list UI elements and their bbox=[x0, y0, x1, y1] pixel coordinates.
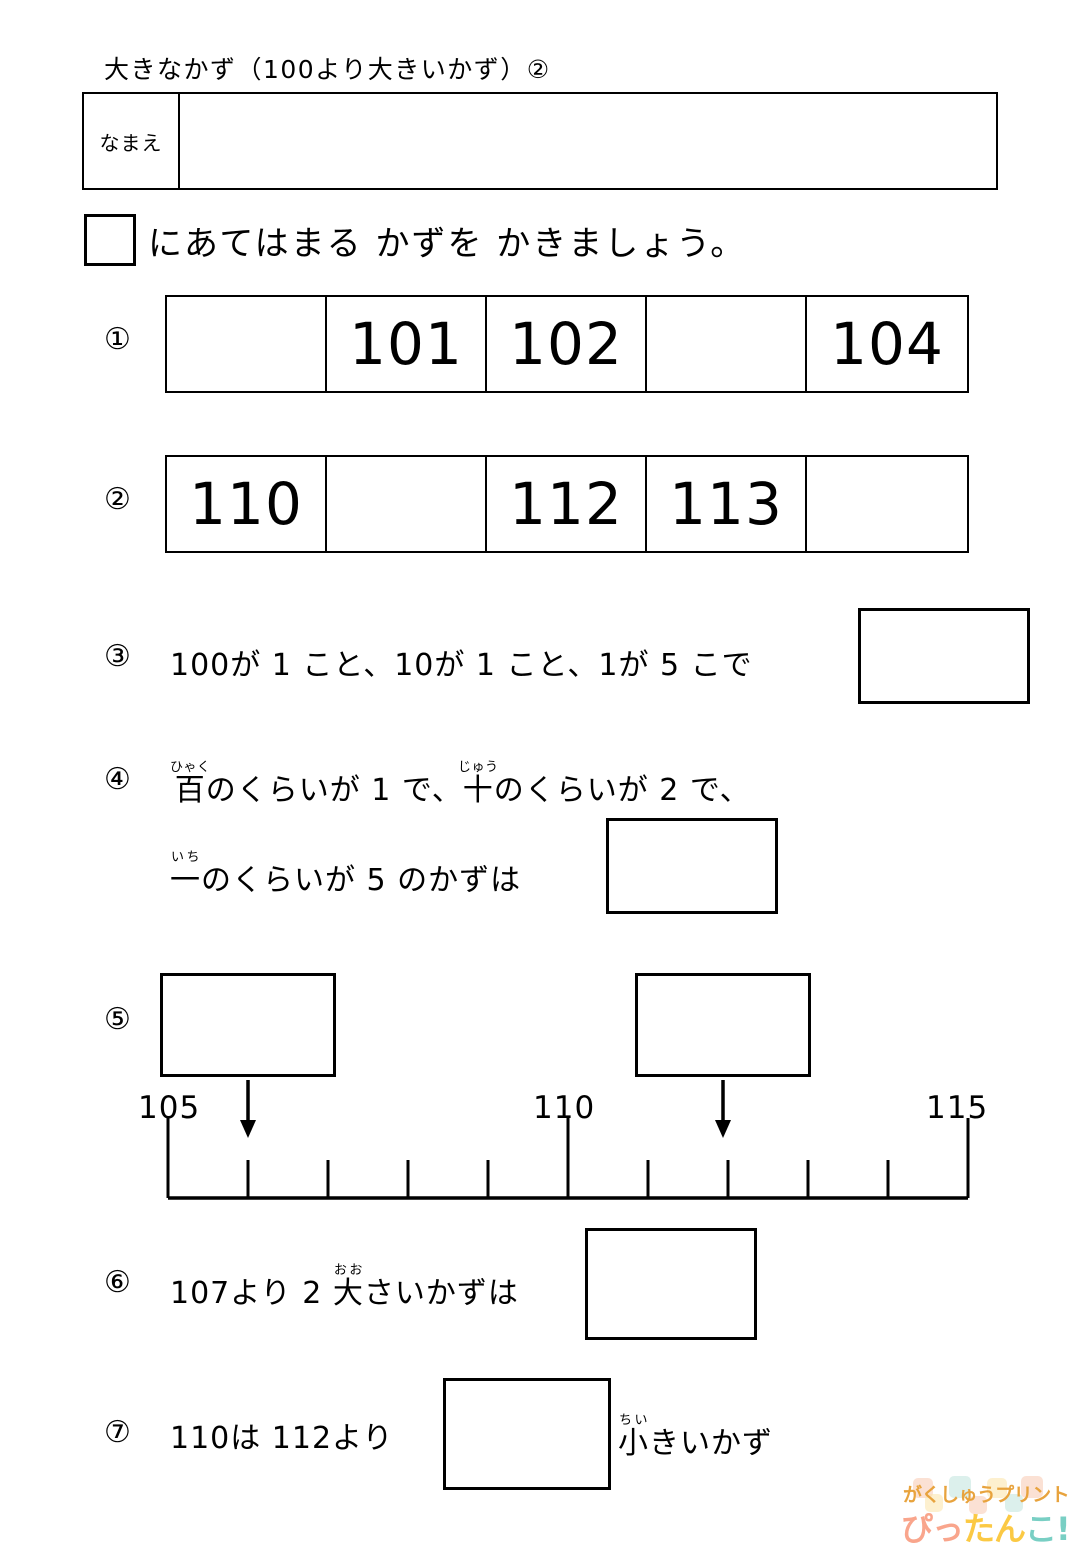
problem-number-5: ⑤ bbox=[104, 1002, 131, 1037]
problem-number-2: ② bbox=[104, 482, 131, 517]
instruction-text: にあてはまる かずを かきましょう。 bbox=[148, 223, 747, 264]
problem-number-1: ① bbox=[104, 322, 131, 357]
answer-box-3[interactable] bbox=[858, 608, 1030, 704]
furigana-ichi: いち bbox=[170, 850, 201, 865]
instruction-row: にあてはまる かずを かきましょう。 bbox=[84, 214, 746, 266]
logo-blob-decor bbox=[1021, 1476, 1043, 1498]
furigana-chii: ちい bbox=[618, 1413, 649, 1428]
number-line-chart bbox=[166, 1080, 970, 1200]
problem-number-3: ③ bbox=[104, 639, 131, 674]
problem-4-line1: 百ひゃくのくらいが 1 で、十じゅうのくらいが 2 で、 bbox=[170, 760, 751, 809]
numberline-tick-label-115: 115 bbox=[926, 1090, 989, 1126]
name-label-cell: なまえ bbox=[84, 94, 180, 188]
sequence-cell[interactable] bbox=[807, 457, 967, 551]
logo-blob-decor bbox=[987, 1478, 1007, 1498]
ruby-chii: 小ちい bbox=[618, 1414, 649, 1461]
logo-blob-decor bbox=[969, 1496, 987, 1514]
logo-blob-decor bbox=[925, 1494, 943, 1512]
sequence-grid-2: 110 112 113 bbox=[165, 455, 969, 553]
sequence-cell: 112 bbox=[487, 457, 647, 551]
problem-7-text-post: 小ちいきいかず bbox=[618, 1413, 773, 1462]
kanji-chii: 小 bbox=[618, 1426, 649, 1461]
furigana-juu: じゅう bbox=[457, 760, 499, 775]
sequence-cell: 102 bbox=[487, 297, 647, 391]
sequence-cell[interactable] bbox=[327, 457, 487, 551]
sequence-cell[interactable] bbox=[167, 297, 327, 391]
sequence-cell: 113 bbox=[647, 457, 807, 551]
ruby-juu: 十じゅう bbox=[458, 761, 498, 808]
logo-line-2-part-c: こ! bbox=[1025, 1510, 1071, 1548]
name-table: なまえ bbox=[82, 92, 998, 190]
problem-4-line1-post: のくらいが 2 で、 bbox=[493, 773, 751, 808]
name-input-field[interactable] bbox=[180, 94, 996, 188]
arrow-left-head bbox=[240, 1120, 256, 1138]
logo-line-2-part-b: たん bbox=[963, 1510, 1026, 1548]
furigana-oo: おお bbox=[332, 1263, 364, 1278]
sequence-cell: 104 bbox=[830, 310, 944, 378]
answer-box-7[interactable] bbox=[443, 1378, 611, 1490]
problem-4-line2-post: のくらいが 5 のかずは bbox=[201, 863, 522, 898]
sequence-cell: 101 bbox=[327, 297, 487, 391]
problem-4-line1-mid: のくらいが 1 で、 bbox=[205, 773, 463, 808]
answer-box-6[interactable] bbox=[585, 1228, 757, 1340]
page-title: 大きなかず（100より大きいかず）② bbox=[104, 55, 551, 84]
logo-line-2-part-a: ぴっ bbox=[901, 1510, 964, 1548]
kanji-oo: 大 bbox=[332, 1276, 364, 1311]
answer-box-4[interactable] bbox=[606, 818, 778, 914]
problem-number-7: ⑦ bbox=[104, 1415, 131, 1450]
sequence-cell: 110 bbox=[167, 457, 327, 551]
instruction-sample-box bbox=[84, 214, 136, 266]
logo-blob-decor bbox=[949, 1476, 971, 1498]
site-logo: がくしゅうプリント ぴったんこ! bbox=[895, 1476, 1071, 1554]
logo-line-2: ぴったんこ! bbox=[901, 1504, 1071, 1550]
kanji-ichi: 一 bbox=[170, 863, 201, 898]
arrow-right-head bbox=[715, 1120, 731, 1138]
problem-6-text-post: さいかずは bbox=[363, 1276, 519, 1311]
problem-6-text-pre: 107より 2 bbox=[170, 1276, 333, 1311]
problem-number-6: ⑥ bbox=[104, 1265, 131, 1300]
sequence-cell[interactable] bbox=[647, 297, 807, 391]
name-label: なまえ bbox=[99, 130, 163, 155]
logo-blob-decor bbox=[913, 1478, 933, 1498]
logo-line-1: がくしゅうプリント bbox=[903, 1484, 1070, 1506]
kanji-juu: 十 bbox=[457, 773, 499, 808]
problem-7-tail: きいかず bbox=[649, 1426, 773, 1461]
problem-7-text-pre: 110は 112より bbox=[170, 1421, 394, 1456]
problem-3-text: 100が 1 こと、10が 1 こと、1が 5 こで bbox=[170, 648, 753, 683]
problem-4-line2: 一いちのくらいが 5 のかずは bbox=[170, 850, 521, 899]
kanji-hyaku: 百 bbox=[170, 773, 211, 808]
answer-box-5-left[interactable] bbox=[160, 973, 336, 1077]
problem-6-text: 107より 2 大おおさいかずは bbox=[170, 1263, 519, 1312]
ruby-hyaku: 百ひゃく bbox=[170, 761, 210, 808]
answer-box-5-right[interactable] bbox=[635, 973, 811, 1077]
logo-blob-decor bbox=[1005, 1494, 1023, 1512]
ruby-oo: 大おお bbox=[332, 1264, 364, 1311]
furigana-hyaku: ひゃく bbox=[170, 760, 211, 775]
problem-number-4: ④ bbox=[104, 762, 131, 797]
ruby-ichi: 一いち bbox=[170, 851, 201, 898]
sequence-grid-1: 101 102 104 bbox=[165, 295, 969, 393]
numberline-tick-label-110: 110 bbox=[533, 1090, 596, 1126]
